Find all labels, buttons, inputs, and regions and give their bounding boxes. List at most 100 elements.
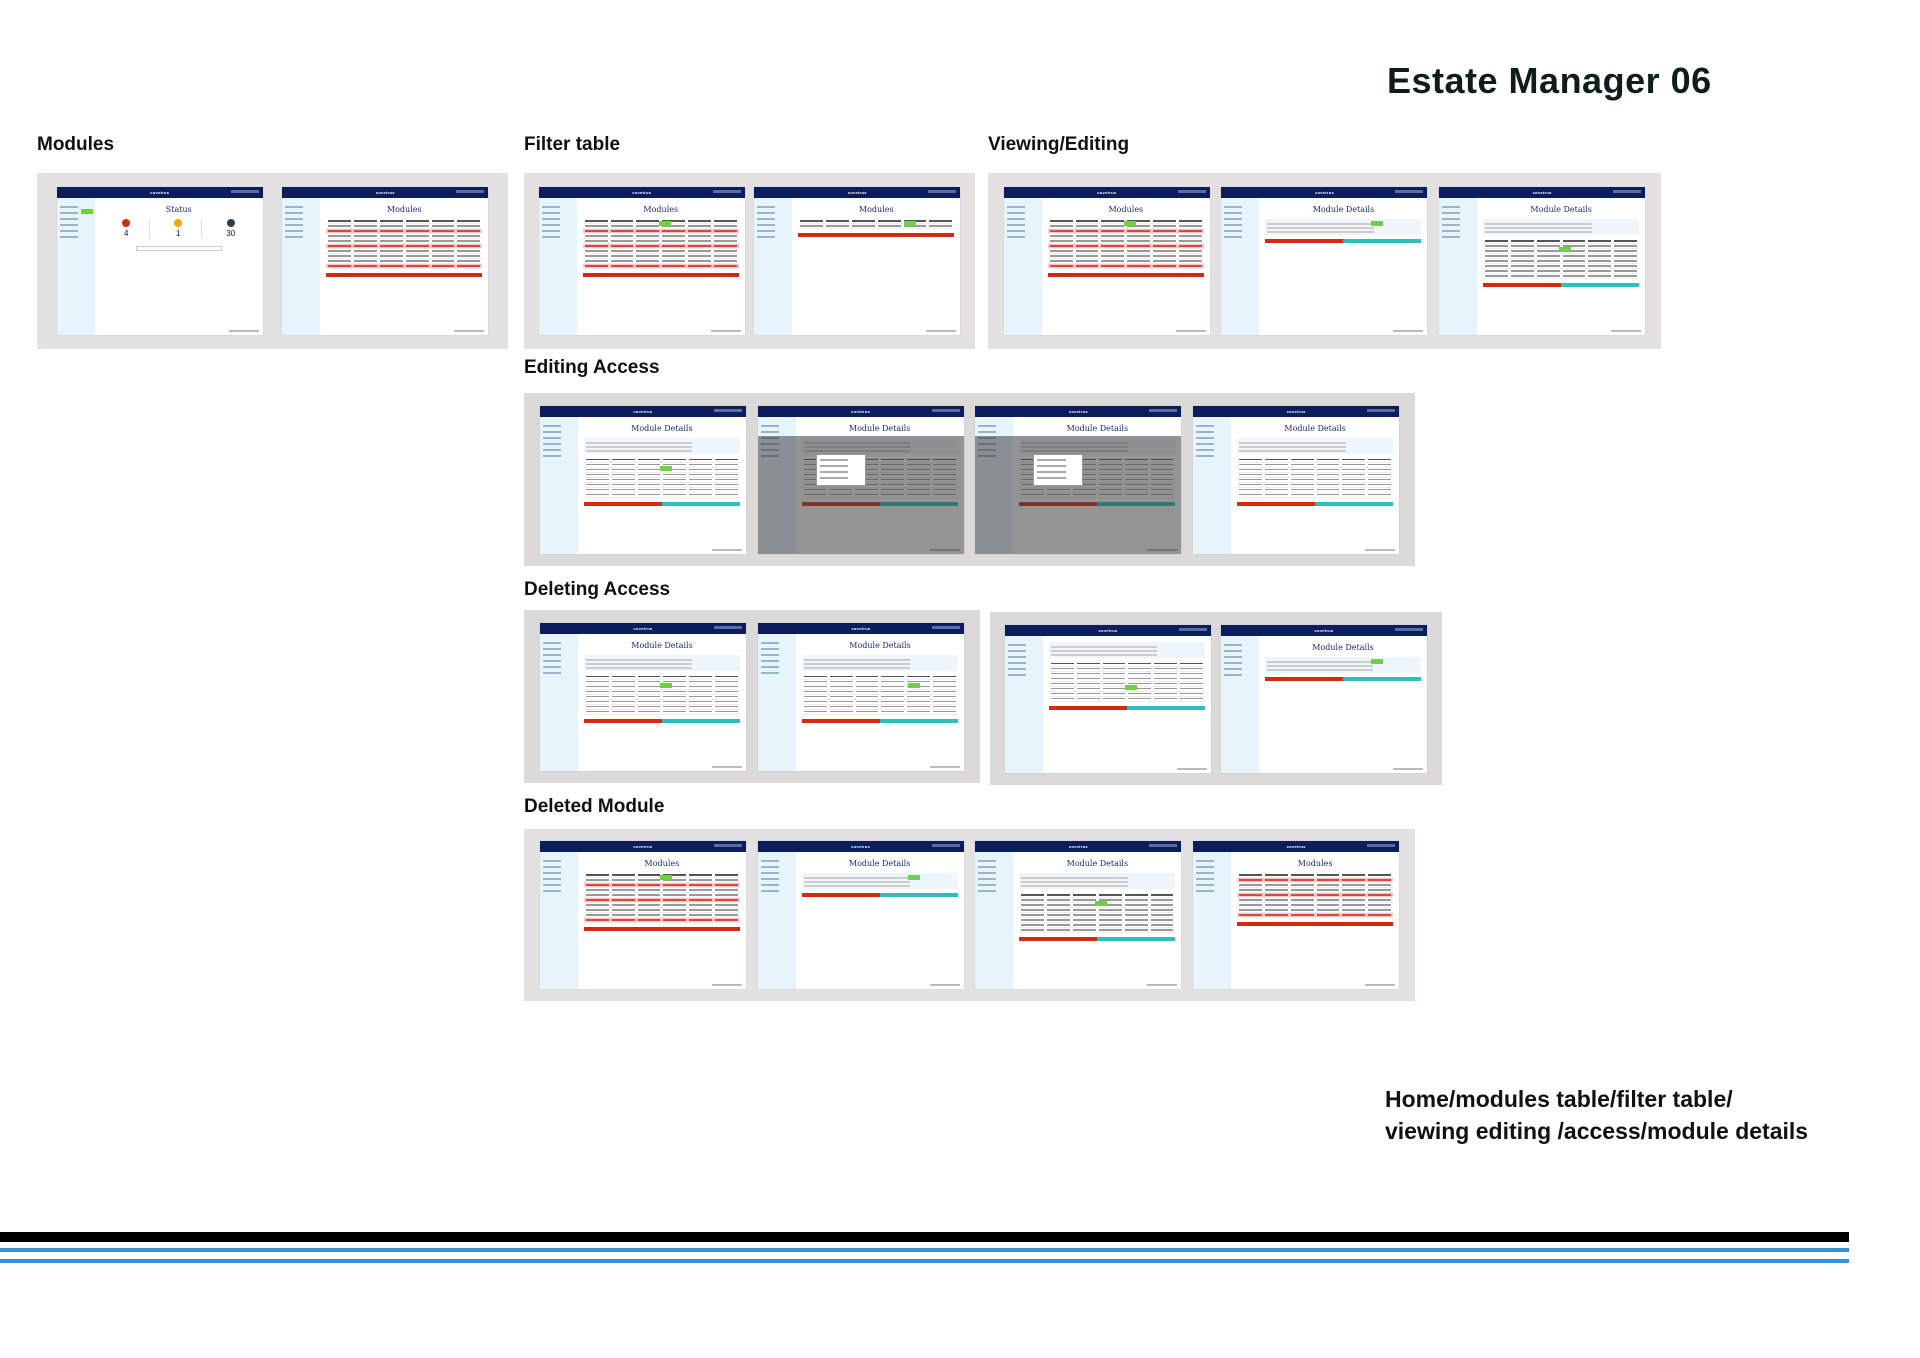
- table-row[interactable]: [1019, 903, 1176, 908]
- sidebar-item[interactable]: [1224, 649, 1242, 652]
- table-row[interactable]: [584, 690, 740, 695]
- sidebar-item[interactable]: [1008, 655, 1026, 658]
- sidebar-item[interactable]: [1224, 667, 1242, 670]
- table-row[interactable]: [1483, 249, 1640, 254]
- sidebar-item[interactable]: [1196, 890, 1215, 892]
- sidebar-item[interactable]: [1442, 206, 1461, 208]
- sidebar-item[interactable]: [541, 212, 560, 214]
- table-row[interactable]: [1237, 463, 1394, 468]
- user-menu[interactable]: [1179, 627, 1207, 631]
- table-row[interactable]: [1483, 254, 1640, 259]
- table-row[interactable]: [583, 913, 740, 918]
- table-row[interactable]: [1237, 488, 1394, 493]
- table-row[interactable]: [1049, 667, 1205, 672]
- table-row[interactable]: [326, 264, 483, 269]
- sidebar-item[interactable]: [285, 218, 304, 220]
- user-menu[interactable]: [1367, 408, 1396, 412]
- table-row[interactable]: [583, 888, 740, 893]
- table-row[interactable]: [326, 259, 483, 264]
- sidebar-item[interactable]: [1196, 884, 1215, 886]
- table-row[interactable]: [582, 264, 739, 269]
- table-row[interactable]: [326, 229, 483, 234]
- sidebar-item[interactable]: [1224, 643, 1242, 646]
- table-row[interactable]: [1019, 923, 1176, 928]
- sidebar-item[interactable]: [1224, 655, 1242, 658]
- sidebar-item[interactable]: [978, 878, 997, 880]
- sidebar-item[interactable]: [543, 641, 561, 644]
- user-menu[interactable]: [1149, 408, 1178, 412]
- dialog-option[interactable]: [819, 464, 849, 467]
- dialog-option[interactable]: [1037, 464, 1067, 467]
- table-row[interactable]: [583, 893, 740, 898]
- table-row[interactable]: [583, 478, 740, 483]
- sidebar-item[interactable]: [1442, 224, 1461, 226]
- table-row[interactable]: [1019, 918, 1176, 923]
- table-row[interactable]: [582, 254, 739, 259]
- add-button[interactable]: [583, 927, 740, 931]
- add-button[interactable]: [1047, 273, 1204, 277]
- sidebar-item[interactable]: [543, 653, 561, 656]
- sidebar-item[interactable]: [285, 206, 304, 208]
- table-row[interactable]: [326, 224, 483, 229]
- table-row[interactable]: [326, 244, 483, 249]
- sidebar-item[interactable]: [978, 430, 997, 433]
- access-dialog[interactable]: [815, 453, 866, 486]
- sidebar-item[interactable]: [541, 230, 560, 232]
- dialog-option[interactable]: [819, 470, 849, 473]
- click-hotspot[interactable]: [658, 221, 671, 226]
- sidebar-item[interactable]: [757, 236, 776, 238]
- sidebar-item[interactable]: [59, 206, 78, 208]
- sidebar-item[interactable]: [542, 866, 561, 868]
- delete-button[interactable]: [1019, 937, 1098, 941]
- table-row[interactable]: [326, 234, 483, 239]
- table-row[interactable]: [326, 249, 483, 254]
- table-row[interactable]: [583, 488, 740, 493]
- save-button[interactable]: [879, 893, 958, 897]
- sidebar-item[interactable]: [1442, 230, 1461, 232]
- sidebar-item[interactable]: [1442, 218, 1461, 220]
- table-row[interactable]: [1237, 878, 1394, 883]
- table-row[interactable]: [582, 244, 739, 249]
- table-row[interactable]: [583, 878, 740, 883]
- table-row[interactable]: [582, 234, 739, 239]
- user-menu[interactable]: [928, 190, 957, 193]
- user-menu[interactable]: [713, 844, 742, 847]
- click-hotspot[interactable]: [908, 682, 920, 688]
- sidebar-item[interactable]: [978, 872, 997, 874]
- click-hotspot[interactable]: [1559, 247, 1572, 252]
- sidebar-item[interactable]: [1224, 212, 1243, 214]
- dialog-option[interactable]: [1037, 476, 1067, 479]
- sidebar-item[interactable]: [1224, 218, 1243, 220]
- table-row[interactable]: [1047, 259, 1204, 264]
- sidebar-item[interactable]: [543, 671, 561, 674]
- sidebar-item[interactable]: [760, 872, 779, 874]
- sidebar-item[interactable]: [760, 884, 779, 886]
- sidebar-item[interactable]: [59, 224, 78, 226]
- sidebar-item[interactable]: [1006, 206, 1025, 208]
- save-button[interactable]: [1315, 501, 1394, 506]
- table-row[interactable]: [798, 224, 955, 229]
- click-hotspot[interactable]: [907, 875, 920, 880]
- sidebar-item[interactable]: [1006, 236, 1025, 238]
- sidebar-item[interactable]: [1008, 643, 1026, 646]
- table-row[interactable]: [582, 249, 739, 254]
- sidebar-item[interactable]: [1224, 206, 1243, 208]
- sidebar-item[interactable]: [542, 436, 561, 439]
- delete-button[interactable]: [1483, 283, 1562, 287]
- table-row[interactable]: [1047, 234, 1204, 239]
- sidebar-item[interactable]: [542, 424, 561, 427]
- sidebar-item[interactable]: [760, 424, 779, 427]
- sidebar-item[interactable]: [1196, 878, 1215, 880]
- sidebar-item[interactable]: [1008, 649, 1026, 652]
- table-row[interactable]: [1049, 692, 1205, 697]
- save-button[interactable]: [662, 718, 740, 723]
- table-row[interactable]: [1047, 239, 1204, 244]
- table-row[interactable]: [584, 685, 740, 690]
